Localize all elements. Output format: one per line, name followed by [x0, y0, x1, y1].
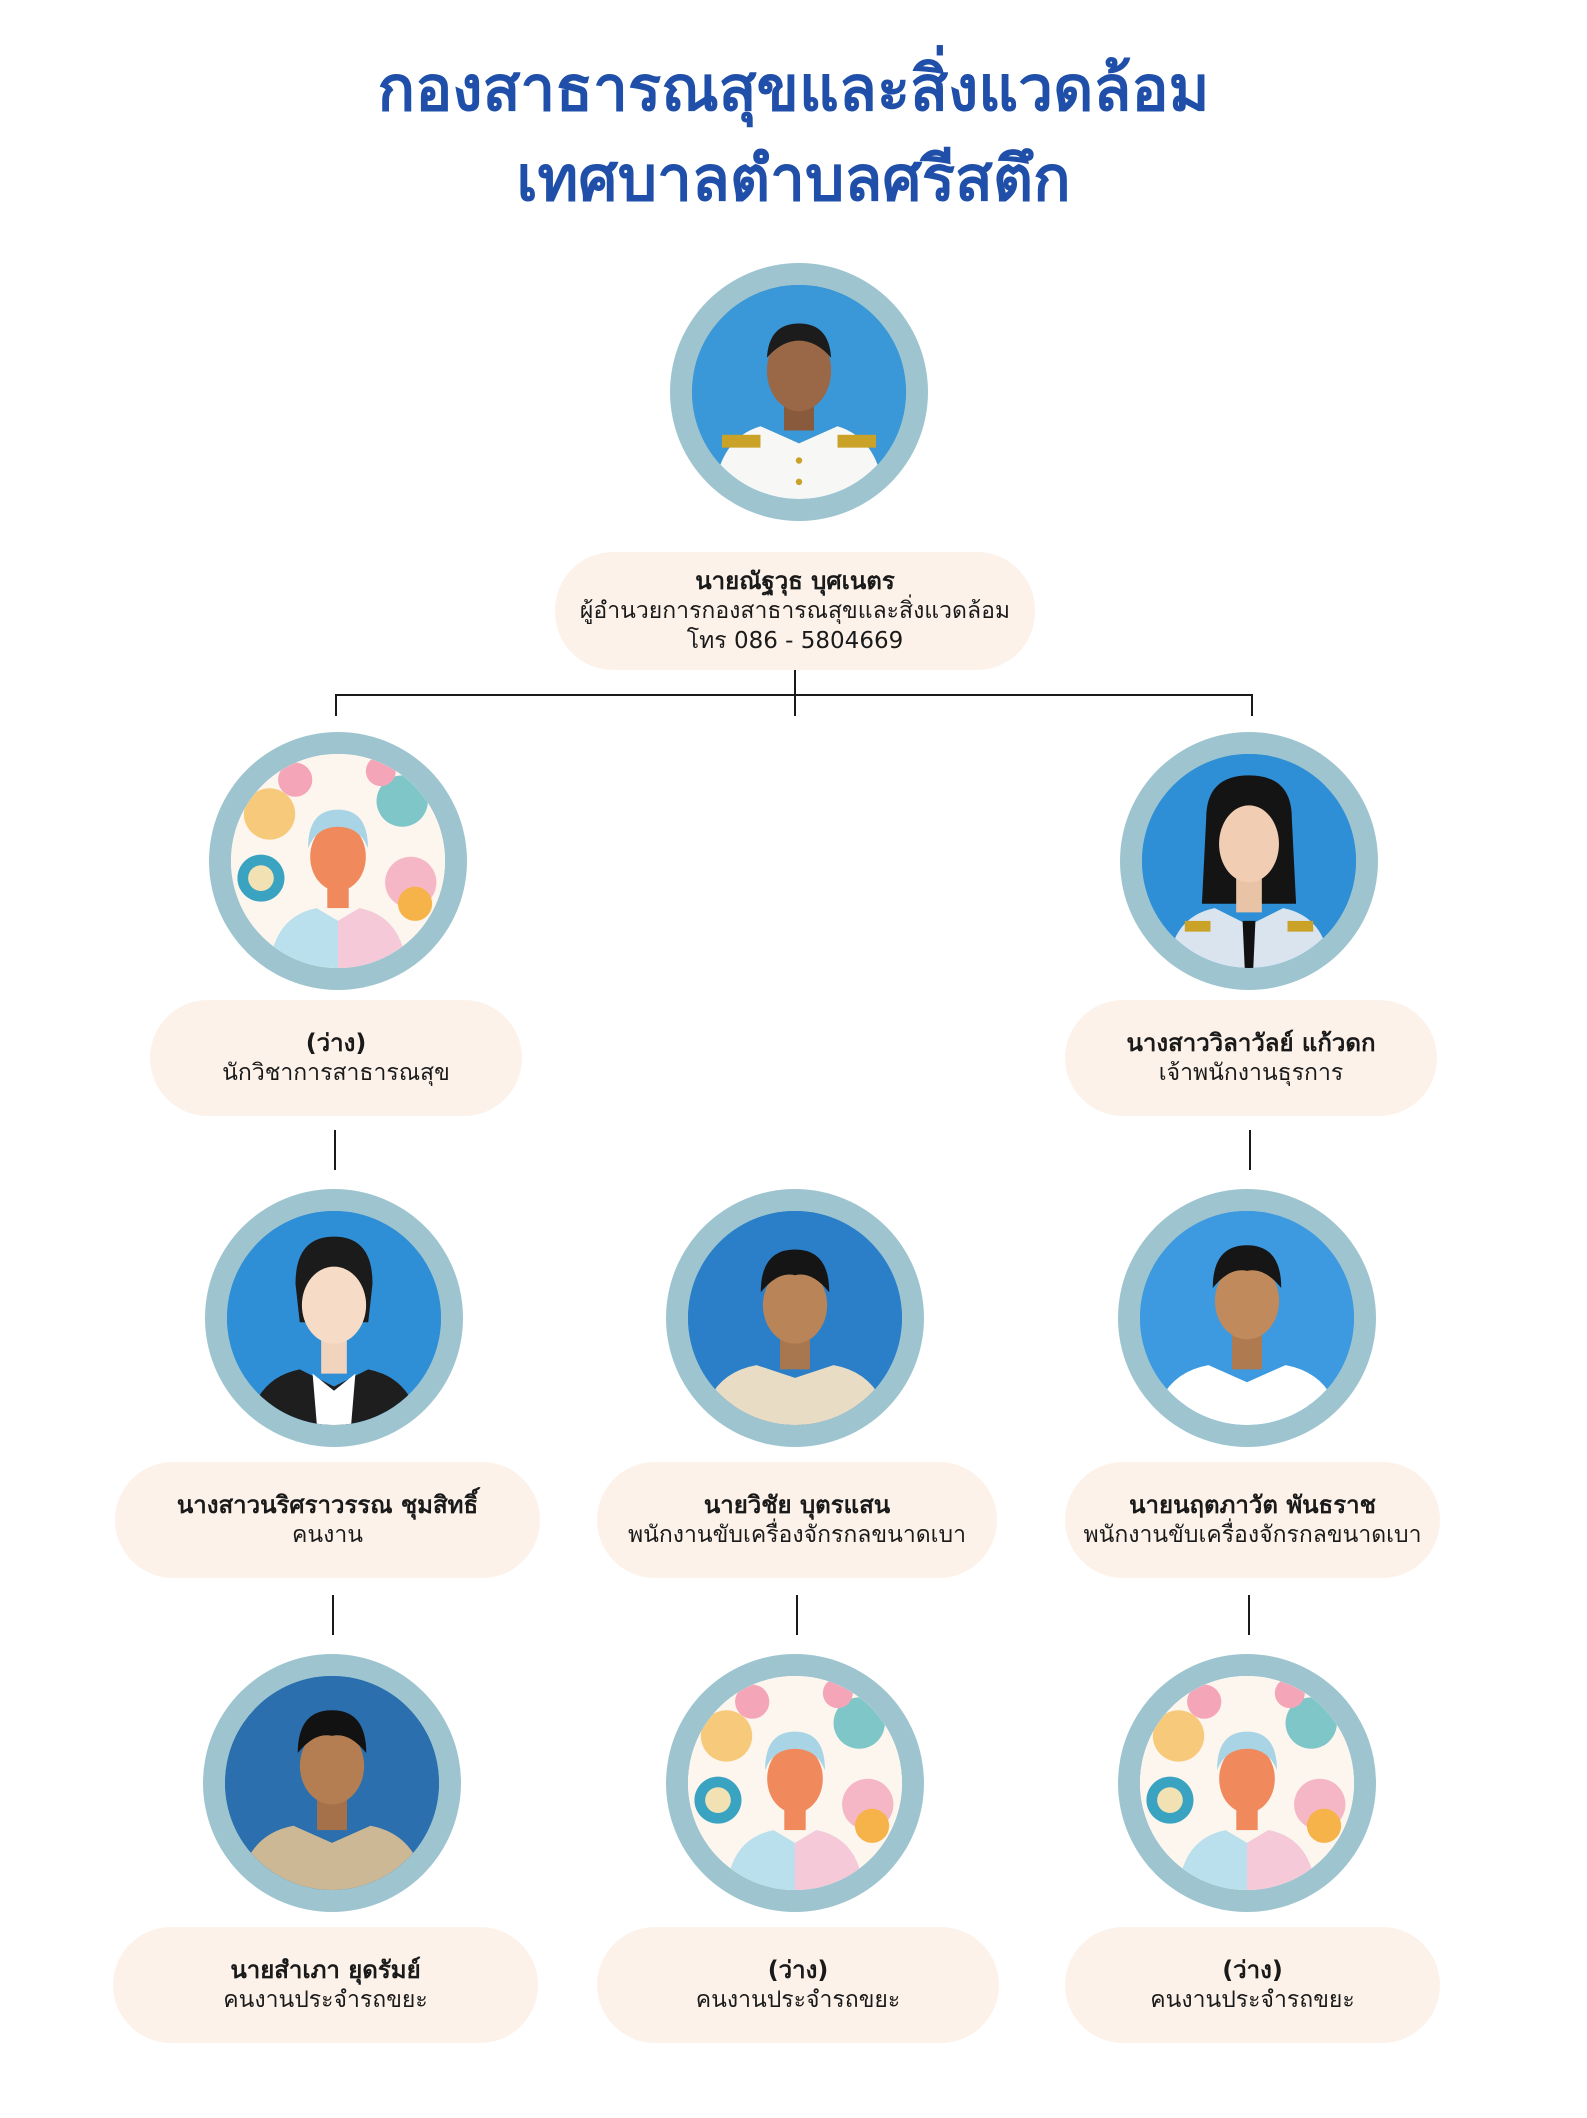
staff-card: นายวิชัย บุตรแสน พนักงานขับเครื่องจักรกล… [597, 1462, 997, 1578]
person-position: คนงาน [292, 1522, 363, 1548]
person-name: นายสำเภา ยุดรัมย์ [230, 1956, 421, 1984]
director-position: ผู้อำนวยการกองสาธารณสุขและสิ่งแวดล้อม [579, 598, 1011, 624]
person-position: พนักงานขับเครื่องจักรกลขนาดเบา [1083, 1522, 1422, 1548]
person-position: นักวิชาการสาธารณสุข [222, 1060, 450, 1086]
staff-card: นายนฤตภาวัต พันธราช พนักงานขับเครื่องจัก… [1065, 1462, 1440, 1578]
vacant-avatar-illustration-icon [231, 754, 445, 968]
person-position: พนักงานขับเครื่องจักรกลขนาดเบา [627, 1522, 967, 1548]
director-name: นายณัฐวุธ บุศเนตร [695, 567, 895, 595]
vacant-photo [1118, 1654, 1376, 1912]
person-male-icon [688, 1211, 902, 1425]
vacant-position-card: (ว่าง) นักวิชาการสาธารณสุข [150, 1000, 522, 1116]
person-position: คนงานประจำรถขยะ [1150, 1987, 1355, 2013]
connector-line [796, 1595, 798, 1635]
staff-photo [205, 1189, 463, 1447]
connector-line [1248, 1595, 1250, 1635]
person-female-icon [227, 1211, 441, 1425]
vacant-position-card: (ว่าง) คนงานประจำรถขยะ [597, 1927, 999, 2043]
person-position: คนงานประจำรถขยะ [223, 1987, 428, 2013]
person-uniform-male-icon [225, 1676, 439, 1890]
staff-photo [666, 1189, 924, 1447]
staff-card: นางสาวนริศราวรรณ ชุมสิทธิ์ คนงาน [115, 1462, 540, 1578]
person-name: นายวิชัย บุตรแสน [703, 1491, 891, 1519]
person-uniform-female-icon [1142, 754, 1356, 968]
connector-line [794, 664, 796, 716]
staff-card: นางสาววิลาวัลย์ แก้วดก เจ้าพนักงานธุรการ [1065, 1000, 1437, 1116]
staff-photo [1118, 1189, 1376, 1447]
person-name: (ว่าง) [1222, 1956, 1283, 1984]
director-card: นายณัฐวุธ บุศเนตร ผู้อำนวยการกองสาธารณสุ… [555, 552, 1035, 670]
director-photo [670, 263, 928, 521]
person-male-icon [1140, 1211, 1354, 1425]
vacant-photo [666, 1654, 924, 1912]
person-name: (ว่าง) [305, 1029, 367, 1057]
connector-line [334, 1130, 336, 1170]
person-position: คนงานประจำรถขยะ [695, 1987, 901, 2013]
director-phone: โทร 086 - 5804669 [686, 628, 904, 654]
person-name: นางสาววิลาวัลย์ แก้วดก [1126, 1029, 1376, 1057]
vacant-photo [209, 732, 467, 990]
person-name: (ว่าง) [767, 1956, 829, 1984]
staff-photo [203, 1654, 461, 1912]
person-uniform-male-icon [692, 285, 906, 499]
vacant-avatar-illustration-icon [688, 1676, 902, 1890]
staff-card: นายสำเภา ยุดรัมย์ คนงานประจำรถขยะ [113, 1927, 538, 2043]
page-subtitle: เทศบาลตำบลศรีสตึก [516, 142, 1071, 215]
page-title: กองสาธารณสุขและสิ่งแวดล้อม [377, 52, 1210, 125]
connector-line [332, 1595, 334, 1635]
vacant-position-card: (ว่าง) คนงานประจำรถขยะ [1065, 1927, 1440, 2043]
connector-line [1251, 694, 1253, 716]
connector-line [1249, 1130, 1251, 1170]
person-name: นางสาวนริศราวรรณ ชุมสิทธิ์ [176, 1491, 479, 1519]
connector-line [335, 694, 337, 716]
person-name: นายนฤตภาวัต พันธราช [1129, 1491, 1376, 1519]
vacant-avatar-illustration-icon [1140, 1676, 1354, 1890]
staff-photo [1120, 732, 1378, 990]
person-position: เจ้าพนักงานธุรการ [1158, 1060, 1344, 1086]
